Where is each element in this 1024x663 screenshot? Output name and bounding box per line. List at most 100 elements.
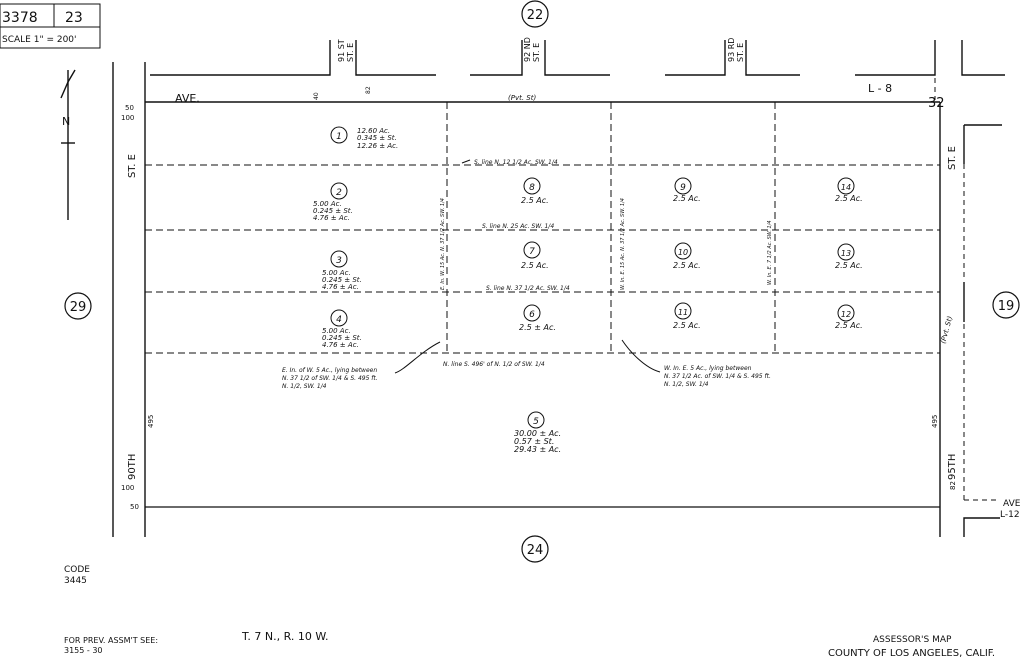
street-ave-right: AVE [1003,499,1021,509]
street-93rd: 93 RD [727,38,736,62]
street-l12: L-12 [1000,510,1020,520]
legal-s-line-n37: S. line N. 37 1/2 Ac. SW. 1/4 [486,285,570,292]
street-93rd-e: ST. E [736,43,745,62]
parcel-14-area: 2.5 Ac. [835,194,863,203]
legal-note-right-2: N. 37 1/2 Ac. of SW. 1/4 & S. 495 ft. [664,373,771,380]
street-l8: L - 8 [868,82,892,95]
parcel-number-9: 9 [680,183,686,193]
street-92nd-e: ST. E [532,43,541,62]
parcel-number-7: 7 [529,247,535,257]
scale-label: SCALE 1" = 200' [2,35,77,45]
street-st-e-left: ST. E [127,154,138,178]
legal-n-line-496: N. line S. 496' of N. 1/2 of SW. 1/4 [443,361,545,368]
dim-495-right: 495 [931,415,939,428]
map-ref-bottom: 24 [527,543,544,558]
legal-note-left-2: N. 37 1/2 of SW. 1/4 & S. 495 ft. [282,375,378,382]
street-dashes [934,78,1000,501]
county-title: COUNTY OF LOS ANGELES, CALIF. [828,648,995,659]
private-street-right: (Pvt. St) [939,315,954,345]
township-range: T. 7 N., R. 10 W. [241,630,328,643]
parcel-5-area: 30.00 ± Ac. [514,429,561,438]
parcel-4-net: 4.76 ± Ac. [322,341,359,349]
legal-s-line-n25: S. line N. 25 Ac. SW. 1/4 [482,223,554,230]
parcel-number-5: 5 [533,417,539,427]
dim-50-bottom: 50 [130,503,139,511]
parcel-5-net: 29.43 ± Ac. [514,445,561,454]
parcel-number-1: 1 [336,132,342,142]
parcel-2-street: 0.245 ± St. [313,207,353,215]
parcel-13-area: 2.5 Ac. [835,261,863,270]
parcel-1-area: 12.60 Ac. [357,127,390,135]
parcel-9-area: 2.5 Ac. [673,194,701,203]
code-label: CODE [64,565,90,575]
legal-vertical-3: W. In. E. 7 1/2 Ac. SW. 1/4 [767,220,773,285]
parcel-number-3: 3 [336,256,342,266]
header-box [0,3,101,49]
parcel-number-6: 6 [529,310,535,320]
legal-note-left-3: N. 1/2, SW. 1/4 [282,383,327,390]
parcel-1-net: 12.26 ± Ac. [357,142,398,150]
parcel-3-area: 5.00 Ac. [322,269,351,277]
parcel-6-area: 2.5 ± Ac. [519,323,556,332]
legal-note-right-1: W. In. E. 5 Ac., lying between [664,365,752,372]
legal-note-right-3: N. 1/2, SW. 1/4 [664,381,709,388]
north-label: N [62,115,70,128]
parcel-11-area: 2.5 Ac. [673,321,701,330]
parcel-number-10: 10 [678,248,688,257]
parcel-12-area: 2.5 Ac. [835,321,863,330]
parcel-number-12: 12 [841,310,851,319]
street-91st-e: ST. E [346,43,355,62]
prev-assessment-value: 3155 - 30 [64,646,103,655]
leader-lines [394,159,661,374]
legal-s-line-n12: S. line N. 12 1/2 Ac. SW. 1/4 [474,159,558,166]
map-ref-right: 19 [998,299,1015,314]
dim-40-top: 40 [313,92,320,100]
dim-100-bottom: 100 [121,484,134,492]
parcel-number-8: 8 [529,183,535,193]
legal-note-left-1: E. In. of W. 5 Ac., lying between [282,367,377,374]
parcel-number-4: 4 [336,315,342,325]
map-ref-circles [64,0,1020,563]
street-95th: 95TH [947,454,958,480]
street-90th: 90TH [127,454,138,480]
dim-495-left: 495 [147,415,155,428]
dim-82-right: 82 [949,481,957,490]
parcel-2-net: 4.76 ± Ac. [313,214,350,222]
street-92nd: 92 ND [523,37,532,62]
parcel-4-area: 5.00 Ac. [322,327,351,335]
parcel-circles [330,126,855,429]
prev-assessment-label: FOR PREV. ASSM'T SEE: [64,636,158,645]
map-ref-left: 29 [70,300,87,315]
code-value: 3445 [64,576,87,586]
street-st-e-right: ST. E [947,146,958,170]
parcel-number-11: 11 [678,308,688,317]
dim-50-top: 50 [125,104,134,112]
parcel-2-area: 5.00 Ac. [313,200,342,208]
parcel-5-street: 0.57 ± St. [514,437,554,446]
private-street-top: (Pvt. St) [508,94,536,102]
legal-vertical-1: E. In. W. 15 Ac. N. 37 1/2 Ac. SW. 1/4 [440,198,446,290]
street-91st: 91 ST [337,39,346,62]
legal-vertical-2: W. In. E. 15 Ac. N. 37 1/2 Ac. SW. 1/4 [620,198,626,290]
page-number: 23 [65,10,83,26]
assessor-map-title: ASSESSOR'S MAP [873,635,952,645]
parcel-number-13: 13 [841,249,851,258]
book-number: 3378 [2,10,38,26]
parcel-1-street: 0.345 ± St. [357,134,397,142]
parcel-3-net: 4.76 ± Ac. [322,283,359,291]
parcel-8-area: 2.5 Ac. [521,196,549,205]
parcel-7-area: 2.5 Ac. [521,261,549,270]
parcel-number-14: 14 [841,183,851,192]
north-arrow [60,69,76,220]
dim-100-top: 100 [121,114,134,122]
parcel-4-street: 0.245 ± St. [322,334,362,342]
street-avenue: AVE. [175,92,200,105]
map-ref-top: 22 [527,8,544,23]
parcel-number-2: 2 [336,188,342,198]
dim-82-top: 82 [365,86,372,94]
street-lines [112,40,1005,537]
section-corner-number: 32 [928,96,945,111]
parcel-3-street: 0.245 ± St. [322,276,362,284]
parcel-10-area: 2.5 Ac. [673,261,701,270]
